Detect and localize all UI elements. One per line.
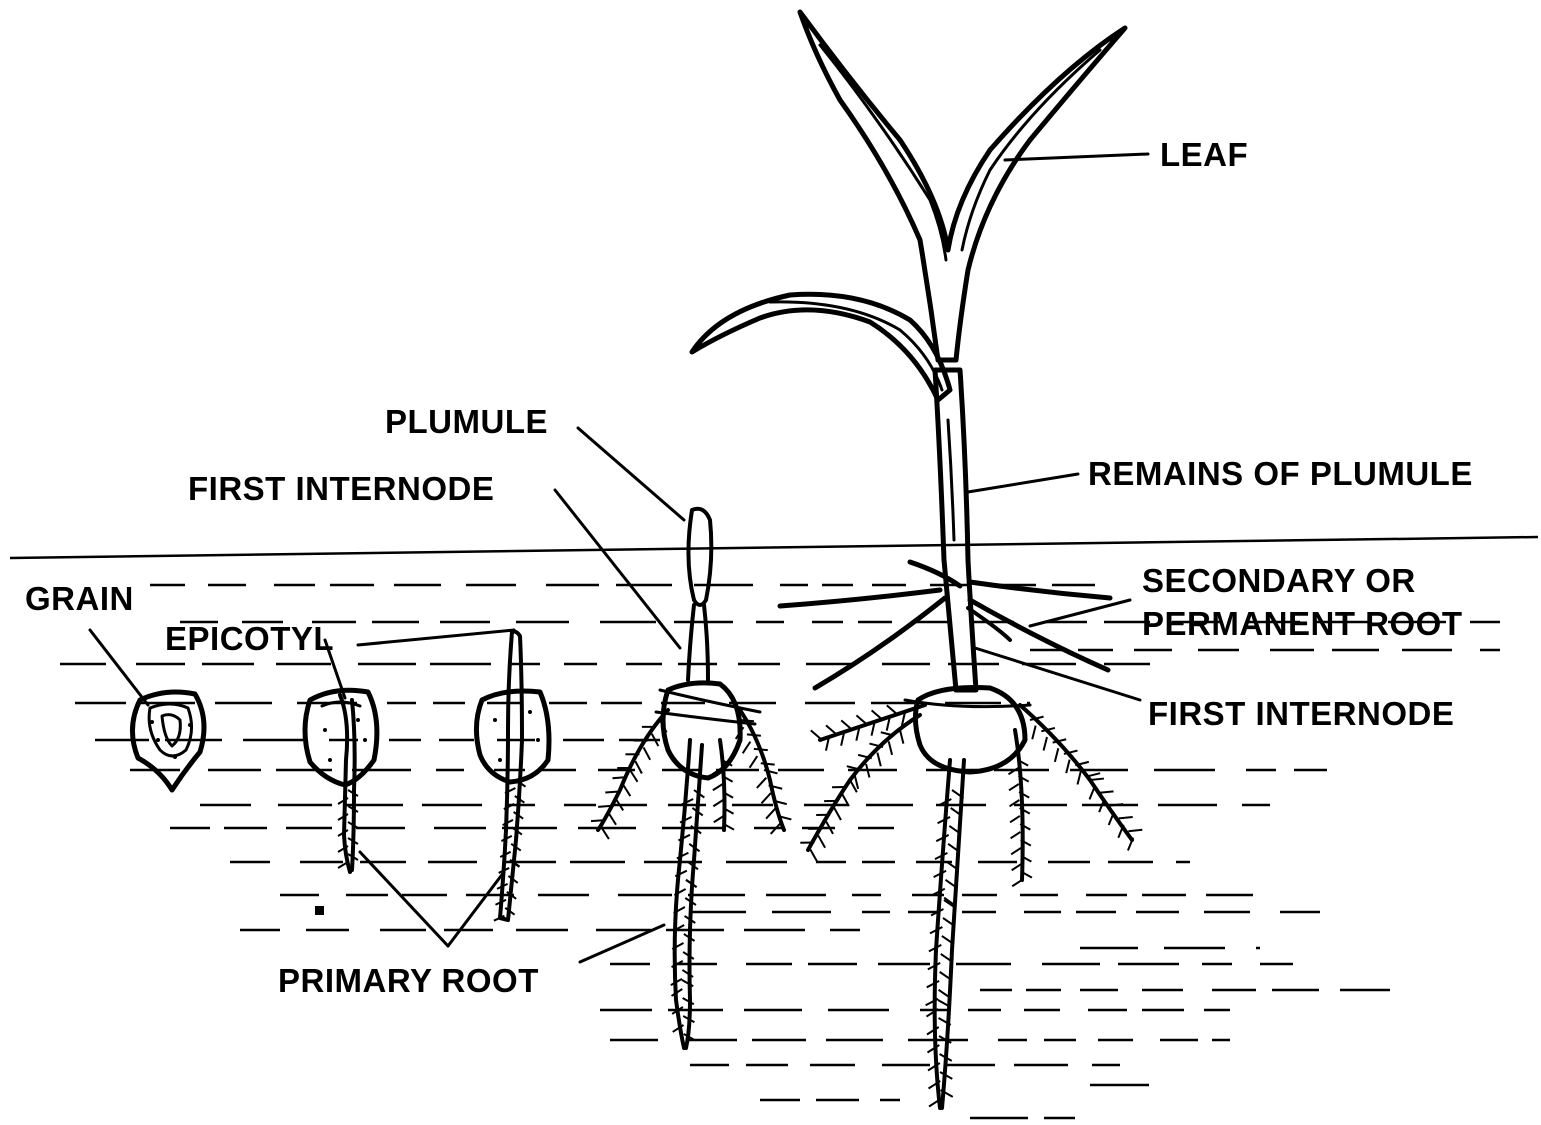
root-hair (750, 756, 758, 768)
root-hair (811, 730, 822, 739)
primary-root-leader-a (360, 852, 448, 946)
label-leaf: LEAF (1160, 136, 1248, 173)
root-hair (877, 753, 880, 767)
sprouting-grain-stage (305, 690, 377, 872)
root-hair (1012, 864, 1022, 870)
root-hair (635, 761, 642, 773)
root-hair (1011, 848, 1021, 854)
root-hair (1128, 830, 1142, 831)
root-hair (713, 784, 723, 790)
root-hair (887, 705, 898, 714)
root-hair (598, 806, 612, 807)
root-hair (841, 720, 852, 729)
root-hair (889, 741, 892, 755)
epicotyl-seedling-stage (476, 632, 549, 921)
remains-of-plumule-leader (968, 474, 1078, 492)
label-primary-root: PRIMARY ROOT (278, 962, 539, 999)
root-hair (818, 836, 825, 848)
label-epicotyl: EPICOTYL (165, 620, 334, 657)
root-hair (826, 725, 837, 734)
label-secondary-root-line2: PERMANENT ROOT (1142, 605, 1463, 642)
root-hair (856, 715, 867, 724)
root-hair (605, 791, 619, 792)
root-hair (757, 778, 766, 788)
root-hair (1090, 779, 1104, 780)
root-hair (1011, 832, 1021, 838)
root-hair (1066, 760, 1069, 774)
first-internode-left-leader (555, 490, 680, 648)
root-hair (855, 775, 858, 789)
soil-dashes (60, 585, 1500, 1118)
plumule-leader (578, 428, 684, 520)
root-hair (609, 813, 617, 825)
epicotyl-leader-a (358, 630, 514, 645)
root-hair (1100, 791, 1114, 792)
labels: LEAF REMAINS OF PLUMULE SECONDARY OR PER… (25, 136, 1473, 999)
root-hair (810, 849, 817, 861)
root-hair (900, 730, 903, 744)
root-hair (713, 800, 723, 806)
leaf-leader (1005, 154, 1148, 160)
root-hair (761, 763, 775, 764)
root-hair (591, 820, 605, 821)
root-hair (612, 777, 626, 778)
ink-speck (315, 906, 324, 915)
root-hair (872, 710, 883, 719)
label-first-internode-left: FIRST INTERNODE (188, 470, 494, 507)
soil-surface-line (10, 537, 1538, 558)
root-hair (1078, 771, 1081, 785)
root-hair (761, 793, 770, 803)
grain-leader (90, 630, 148, 705)
root-hair (1044, 737, 1047, 751)
label-plumule: PLUMULE (385, 403, 548, 440)
root-hair (623, 784, 631, 796)
root-hair (1032, 726, 1035, 740)
primary-root-leader-b (448, 872, 504, 946)
root-hair (1012, 880, 1022, 886)
root-hair (754, 749, 768, 750)
root-hair (766, 808, 775, 818)
root-hair (714, 816, 724, 822)
mature-seedling-stage (692, 12, 1142, 1108)
root-hair (740, 720, 754, 721)
plumule-seedling-stage (591, 509, 791, 1048)
root-hair (747, 734, 761, 735)
label-secondary-root-line1: SECONDARY OR (1142, 562, 1416, 599)
root-hair (1010, 816, 1020, 822)
leader-lines (90, 154, 1148, 962)
root-hair (1119, 817, 1133, 818)
root-hair (1090, 786, 1095, 799)
label-grain: GRAIN (25, 580, 134, 617)
root-hair (834, 808, 841, 820)
root-hair (1055, 748, 1058, 762)
root-hair (644, 747, 651, 759)
root-hair (1009, 784, 1019, 790)
root-hair (743, 742, 751, 754)
label-first-internode-right: FIRST INTERNODE (1148, 695, 1454, 732)
label-remains-of-plumule: REMAINS OF PLUMULE (1088, 455, 1473, 492)
root-hair (630, 770, 638, 782)
